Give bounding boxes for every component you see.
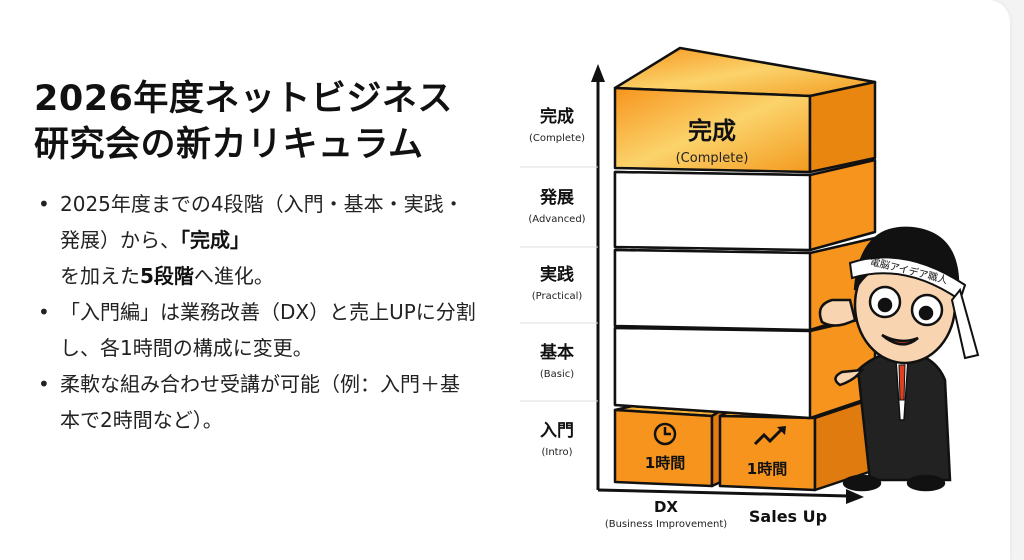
complete-block-label: 完成 (688, 117, 736, 145)
mascot-character (818, 226, 980, 492)
curriculum-diagram: 完成 (Complete) 発展 (Advanced) 実践 (Practica… (520, 46, 980, 530)
x-label-dx: DX (654, 498, 678, 516)
block-complete (613, 46, 877, 174)
level-sublabel: (Advanced) (528, 214, 585, 225)
clock-icon (653, 422, 677, 446)
block-basic (613, 314, 877, 420)
block-practical (613, 236, 877, 332)
bullet-text: を加えた (60, 264, 140, 288)
intro-dx-duration: 1時間 (645, 454, 685, 472)
title-line-2: 研究会の新カリキュラム (34, 125, 424, 165)
level-label: 実践 (540, 264, 574, 285)
bullet-bold: 「完成」 (180, 228, 250, 252)
level-sublabel: (Complete) (529, 133, 585, 144)
level-label: 入門 (540, 421, 574, 441)
y-axis (591, 64, 605, 490)
intro-sales-duration: 1時間 (747, 460, 787, 478)
bullet-item: 柔軟な組み合わせ受講が可能（例：入門＋基本で2時間など）。 (38, 366, 478, 438)
x-axis (597, 488, 864, 504)
bullet-text: へ進化。 (193, 264, 274, 288)
level-label: 発展 (539, 187, 574, 208)
level-sublabel: (Intro) (541, 447, 572, 458)
slide-title: 2026年度ネットビジネス 研究会の新カリキュラム (34, 76, 453, 168)
level-label: 基本 (539, 342, 574, 363)
complete-block-sublabel: (Complete) (676, 151, 749, 166)
trend-up-icon (753, 426, 786, 446)
bullet-text: 2025年度までの4段階（入門・基本・実践・発展）から、 (60, 192, 464, 252)
bullet-item: 「入門編」は業務改善（DX）と売上UPに分割し、各1時間の構成に変更。 (38, 294, 478, 366)
x-sublabel-dx: (Business Improvement) (605, 519, 727, 530)
x-label-sales: Sales Up (749, 507, 827, 526)
bullet-item: 2025年度までの4段階（入門・基本・実践・発展）から、「完成」を加えた5段階へ… (38, 186, 478, 294)
title-line-1: 2026年度ネットビジネス (34, 79, 453, 119)
bullet-list: 2025年度までの4段階（入門・基本・実践・発展）から、「完成」を加えた5段階へ… (38, 186, 478, 438)
level-sublabel: (Basic) (540, 369, 574, 380)
level-labels: 完成 (Complete) 発展 (Advanced) 実践 (Practica… (520, 106, 598, 458)
level-label: 完成 (540, 106, 574, 127)
bullet-bold: 5段階 (140, 264, 194, 288)
level-sublabel: (Practical) (532, 291, 583, 302)
block-advanced (613, 158, 877, 252)
